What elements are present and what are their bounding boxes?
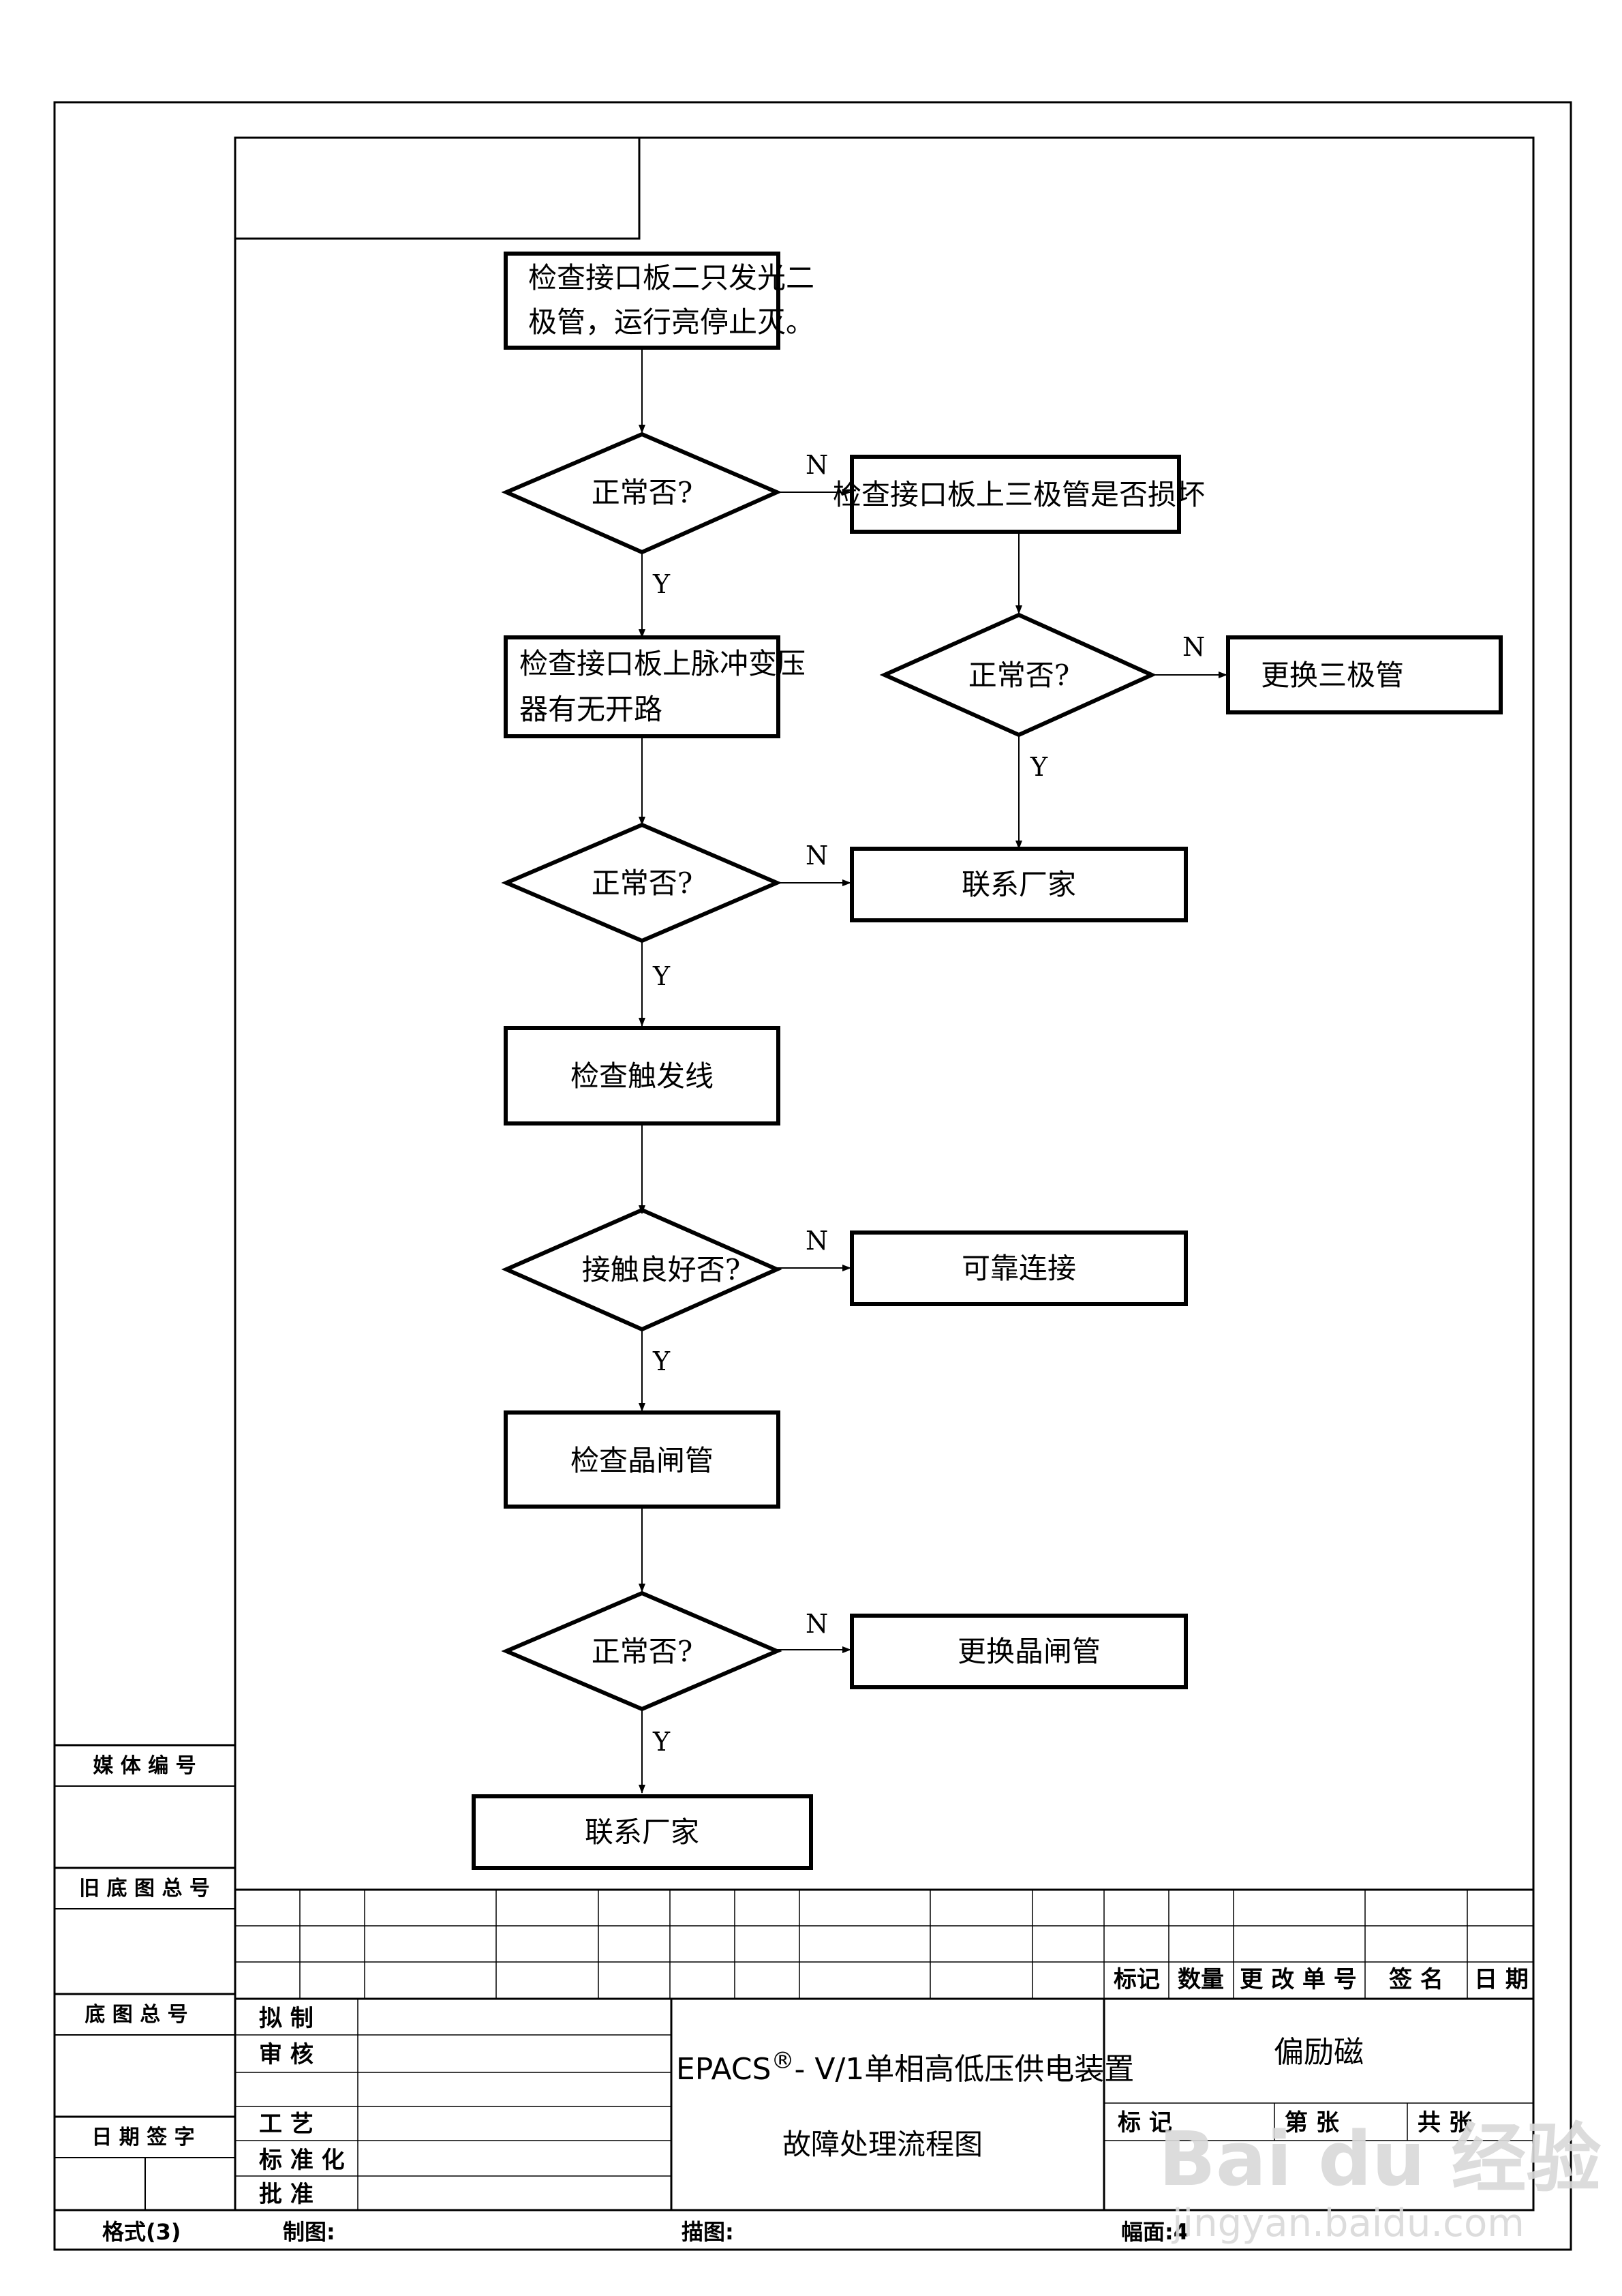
replace-triode-text: 更换三极管 bbox=[1261, 659, 1404, 692]
standard-label: 标 准 化 bbox=[259, 2147, 345, 2174]
product-name: EPACS®- V/1单相高低压供电装置 bbox=[676, 2047, 1134, 2087]
rev-mark-label: 标记 bbox=[1114, 1966, 1160, 1993]
review-label: 审 核 bbox=[259, 2041, 313, 2068]
contact-vendor-text-2: 联系厂家 bbox=[585, 1815, 699, 1849]
label-y-1: Y bbox=[652, 569, 671, 599]
replace-thyristor-box bbox=[850, 1614, 1188, 1689]
sheet-size-label: 幅面:4 bbox=[1121, 2219, 1189, 2245]
decision-diamond-4 bbox=[501, 1590, 782, 1712]
decision-3-text: 接触良好否? bbox=[582, 1253, 741, 1286]
title-block-text: 标记 数量 更 改 单 号 签 名 日 期 拟 制 审 核 工 艺 标 准 化 … bbox=[259, 1966, 1529, 2208]
contact-vendor-box-2 bbox=[472, 1794, 813, 1870]
drawing-title-text: 故障处理流程图 bbox=[782, 2128, 983, 2161]
title-block-grid bbox=[235, 1888, 1533, 2210]
code-name: 偏励磁 bbox=[1274, 2035, 1364, 2070]
format-label: 格式(3) bbox=[102, 2219, 181, 2245]
rev-date-label: 日 期 bbox=[1474, 1966, 1529, 1993]
old-base-total-label: 旧 底 图 总 号 bbox=[79, 1877, 210, 1901]
check-triode-text: 检查接口板上三极管是否损坏 bbox=[833, 478, 1205, 511]
label-n-4: N bbox=[806, 1609, 828, 1639]
decision-triode-text: 正常否? bbox=[968, 659, 1070, 692]
decision-1-text: 正常否? bbox=[592, 476, 693, 509]
rev-change-no-label: 更 改 单 号 bbox=[1240, 1966, 1357, 1993]
decision-2-text: 正常否? bbox=[592, 866, 693, 900]
check-triode-box bbox=[850, 455, 1181, 534]
baidu-watermark: Bai du 经验 jingyan.baidu.com bbox=[1159, 2115, 1601, 2246]
replace-triode-box bbox=[1226, 635, 1503, 714]
date-sign-label: 日 期 签 字 bbox=[91, 2126, 194, 2149]
start-text-line1: 检查接口板二只发光二 bbox=[528, 261, 814, 294]
check-thyristor-text: 检查晶闸管 bbox=[570, 1444, 714, 1477]
flowchart bbox=[472, 252, 1503, 1870]
check-pulse-text-line1: 检查接口板上脉冲变压 bbox=[519, 647, 806, 680]
process-label: 工 艺 bbox=[259, 2111, 313, 2138]
footer: 格式(3) 制图: 描图: 幅面:4 bbox=[102, 2219, 1189, 2245]
approve-label: 批 准 bbox=[259, 2181, 313, 2208]
label-n-triode: N bbox=[1182, 632, 1205, 662]
flowchart-text: 检查接口板二只发光二 极管，运行亮停止灭。 正常否? 检查接口板上三极管是否损坏… bbox=[519, 261, 1404, 1849]
replace-thyristor-text: 更换晶闸管 bbox=[958, 1635, 1101, 1668]
traced-by-label: 描图: bbox=[682, 2219, 734, 2245]
top-left-box bbox=[234, 136, 641, 240]
reliable-connect-box bbox=[850, 1230, 1188, 1306]
label-y-triode: Y bbox=[1030, 752, 1048, 782]
check-trigger-box bbox=[504, 1026, 780, 1126]
check-pulse-text-line2: 器有无开路 bbox=[519, 693, 662, 726]
watermark-brand: Bai du 经验 bbox=[1159, 2115, 1601, 2203]
start-text-line2: 极管，运行亮停止灭。 bbox=[528, 305, 814, 339]
product-prefix: EPACS bbox=[676, 2052, 771, 2087]
contact-vendor-text-1: 联系厂家 bbox=[962, 868, 1076, 901]
rev-qty-label: 数量 bbox=[1178, 1966, 1224, 1993]
label-n-2: N bbox=[806, 841, 828, 871]
decision-diamond-2 bbox=[501, 822, 782, 943]
decision-diamond-1 bbox=[501, 432, 782, 555]
contact-vendor-box-1 bbox=[850, 847, 1188, 922]
inner-frame bbox=[234, 136, 1535, 2211]
check-thyristor-box bbox=[504, 1410, 780, 1509]
label-y-2: Y bbox=[652, 961, 671, 991]
base-total-label: 底 图 总 号 bbox=[85, 2003, 187, 2027]
watermark-url: jingyan.baidu.com bbox=[1171, 2201, 1525, 2246]
outer-frame bbox=[53, 101, 1572, 2251]
label-n-3: N bbox=[806, 1226, 828, 1256]
label-y-4: Y bbox=[652, 1727, 671, 1757]
start-box bbox=[504, 252, 780, 350]
drawing-title: EPACS®- V/1单相高低压供电装置 故障处理流程图 偏励磁 bbox=[676, 2035, 1364, 2161]
mark-label: 标 记 bbox=[1118, 2109, 1172, 2136]
sheet-label: 第 张 bbox=[1285, 2109, 1339, 2136]
registered-mark: ® bbox=[771, 2047, 795, 2074]
product-suffix: - V/1单相高低压供电装置 bbox=[795, 2052, 1135, 2087]
rev-sign-label: 签 名 bbox=[1389, 1966, 1443, 1993]
decision-diamond-3 bbox=[501, 1207, 782, 1332]
label-y-3: Y bbox=[652, 1346, 671, 1376]
check-trigger-text: 检查触发线 bbox=[570, 1059, 714, 1093]
side-column bbox=[55, 1744, 235, 2211]
reliable-connect-text: 可靠连接 bbox=[962, 1252, 1076, 1285]
decision-diamond-triode bbox=[879, 612, 1157, 738]
check-pulse-box bbox=[504, 635, 780, 738]
decision-4-text: 正常否? bbox=[592, 1635, 693, 1668]
draft-label: 拟 制 bbox=[259, 2005, 313, 2032]
media-no-label: 媒 体 编 号 bbox=[93, 1754, 196, 1778]
drawn-by-label: 制图: bbox=[283, 2219, 335, 2245]
label-n-1: N bbox=[806, 450, 828, 480]
total-label: 共 张 bbox=[1418, 2109, 1472, 2136]
